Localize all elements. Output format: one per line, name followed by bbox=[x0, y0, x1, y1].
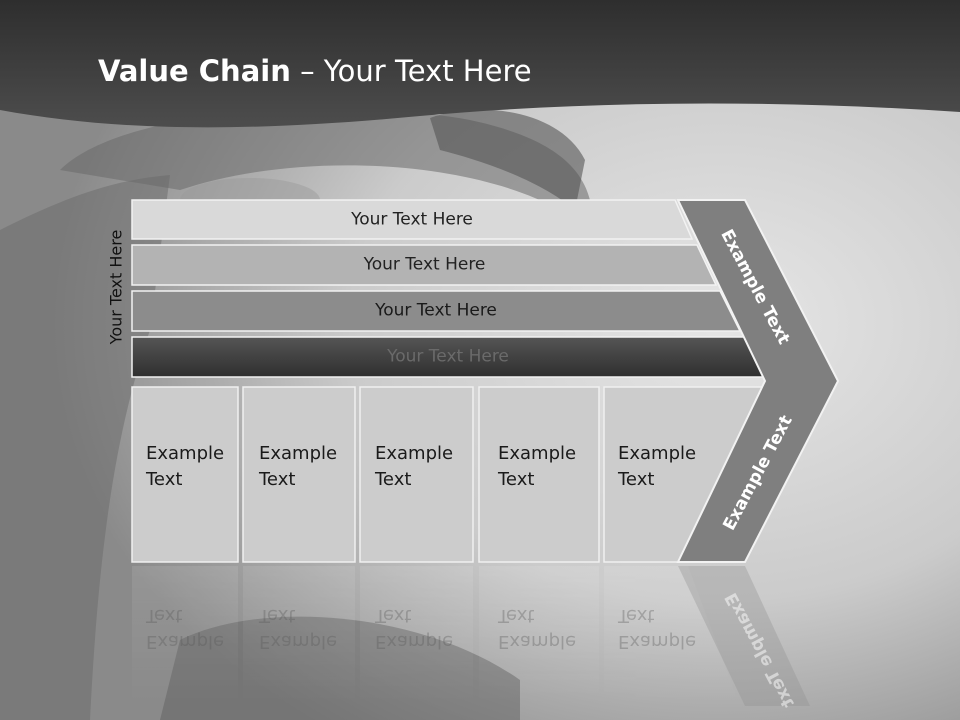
box-1: Example Text bbox=[245, 387, 355, 562]
row-shape-1 bbox=[131, 244, 718, 286]
vertical-label: Your Text Here bbox=[106, 229, 126, 345]
chevron-reflection bbox=[678, 566, 810, 706]
box-0: Example Text bbox=[132, 387, 238, 562]
row-label: Your Text Here bbox=[387, 346, 509, 367]
chevron-shape bbox=[676, 199, 840, 563]
row-0: Your Text Here bbox=[132, 200, 692, 239]
box-shape-3 bbox=[478, 386, 600, 563]
box-label: Example Text bbox=[618, 443, 697, 490]
box-3: Example Text bbox=[484, 387, 599, 562]
box-label: Example Text bbox=[259, 443, 338, 490]
box-label: Example Text bbox=[375, 443, 454, 490]
box-shape-2 bbox=[359, 386, 474, 563]
boxes-reflection bbox=[132, 566, 740, 706]
row-label: Your Text Here bbox=[363, 254, 486, 275]
row-2: Your Text Here bbox=[132, 291, 740, 331]
row-label: Your Text Here bbox=[375, 300, 497, 321]
box-2: Example Text bbox=[361, 387, 473, 562]
box-shape-0 bbox=[131, 386, 239, 563]
box-reflection-2: Example Text bbox=[375, 605, 454, 652]
rows-group bbox=[131, 199, 766, 378]
box-reflection-0: Example Text bbox=[146, 605, 225, 652]
row-1: Your Text Here bbox=[132, 245, 717, 285]
box-4: Example Text bbox=[604, 387, 714, 562]
row-3: Your Text Here bbox=[132, 337, 764, 377]
row-label: Your Text Here bbox=[351, 209, 473, 229]
box-reflection-1: Example Text bbox=[259, 605, 338, 652]
boxes-group bbox=[131, 386, 764, 563]
box-shape-1 bbox=[242, 386, 356, 563]
box-reflection-4: Example Text bbox=[618, 605, 697, 652]
title-rest: – Your Text Here bbox=[290, 54, 532, 88]
row-shape-0 bbox=[131, 199, 694, 240]
box-reflection-3: Example Text bbox=[498, 605, 577, 652]
slide-title: Value Chain – Your Text Here bbox=[98, 54, 532, 88]
title-bold: Value Chain bbox=[98, 54, 291, 88]
box-label: Example Text bbox=[498, 443, 577, 490]
box-label: Example Text bbox=[146, 443, 225, 490]
